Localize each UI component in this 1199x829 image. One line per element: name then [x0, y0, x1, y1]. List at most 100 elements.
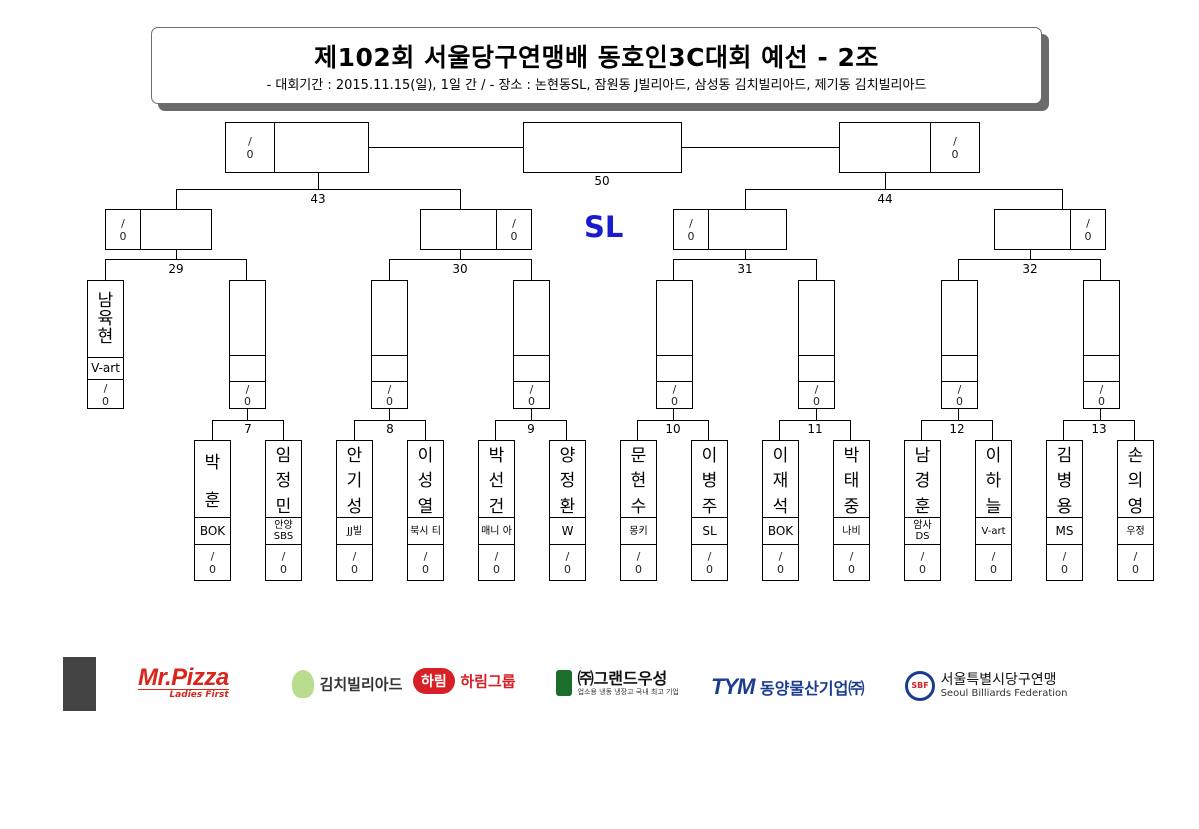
- match-number: 7: [244, 422, 252, 436]
- match-number: 30: [452, 262, 468, 276]
- bracket-line: [958, 408, 959, 421]
- score-slash: /: [707, 550, 712, 563]
- kimchi-billiards-logo: 김치빌리아드: [292, 670, 402, 698]
- tym-logo: TYM 동양물산기업㈜: [711, 674, 864, 700]
- sbf-logo: SBF 서울특별시당구연맹 Seoul Billiards Federation: [905, 671, 1068, 701]
- bracket-line: [637, 420, 709, 421]
- empty-club-cell: [942, 355, 977, 382]
- name-char: 선: [488, 471, 505, 492]
- score-cell: /0: [905, 545, 940, 581]
- name-char: 성: [346, 496, 363, 517]
- score-value: 0: [671, 394, 678, 408]
- score-value: 0: [102, 394, 109, 408]
- match-number: 8: [386, 422, 394, 436]
- score-cell: /0: [372, 382, 407, 409]
- empty-club-cell: [1084, 355, 1119, 382]
- score-cell: /0: [88, 380, 123, 409]
- semifinal-slot: [994, 209, 1071, 250]
- bracket-line: [637, 420, 638, 441]
- name-char: 남: [914, 446, 931, 467]
- score-slash: /: [953, 134, 957, 148]
- bracket-line: [176, 189, 461, 190]
- score-cell: /0: [496, 209, 532, 250]
- name-char: 손: [1127, 446, 1144, 467]
- bracket-line: [389, 259, 390, 281]
- bracket-line: [531, 259, 532, 281]
- score-cell: /0: [337, 545, 372, 581]
- finalist-slot-left: [274, 122, 369, 173]
- bracket-line: [745, 189, 1063, 190]
- name-char: 병: [701, 471, 718, 492]
- score-value: 0: [956, 394, 963, 408]
- player-club: 암사 DS: [905, 517, 940, 545]
- score-cell: /0: [1118, 545, 1153, 581]
- name-char: 안: [346, 446, 363, 467]
- player-club: 매니 아: [479, 517, 514, 545]
- bracket-line: [354, 420, 355, 441]
- name-char: 박: [488, 446, 505, 467]
- score-cell: /0: [621, 545, 656, 581]
- player-club: BOK: [195, 517, 230, 545]
- score-value: 0: [1084, 229, 1092, 243]
- name-char: 의: [1127, 471, 1144, 492]
- name-char: 이: [772, 446, 789, 467]
- score-slash: /: [494, 550, 499, 563]
- bracket-line: [779, 420, 851, 421]
- player-club: 나비: [834, 517, 869, 545]
- score-value: 0: [813, 394, 820, 408]
- bracket-line: [779, 420, 780, 441]
- semifinal-slot: [420, 209, 497, 250]
- score-cell: /0: [673, 209, 709, 250]
- name-char: 건: [488, 496, 505, 517]
- bracket-line: [745, 189, 746, 210]
- match-number: 12: [949, 422, 965, 436]
- player-club: 몽키: [621, 517, 656, 545]
- score-slash: /: [529, 382, 534, 396]
- score-cell: /0: [763, 545, 798, 581]
- bracket-line: [1134, 420, 1135, 441]
- empty-slot: /0: [798, 280, 835, 409]
- score-value: 0: [528, 394, 535, 408]
- score-value: 0: [1061, 563, 1068, 576]
- score-value: 0: [706, 563, 713, 576]
- bracket-line: [673, 259, 817, 260]
- score-cell: /0: [692, 545, 727, 581]
- score-value: 0: [119, 229, 127, 243]
- bracket-line: [1062, 189, 1063, 210]
- bracket-line: [105, 259, 247, 260]
- name-char: 용: [1056, 496, 1073, 517]
- match-number: 13: [1091, 422, 1107, 436]
- finalist-slot-right: [839, 122, 931, 173]
- empty-slot: /0: [371, 280, 408, 409]
- mrpizza-logo: Mr.Pizza Ladies First: [138, 664, 229, 700]
- score-slash: /: [281, 550, 286, 563]
- bracket-line: [354, 420, 426, 421]
- bracket-line: [673, 259, 674, 281]
- bracket-line: [389, 259, 532, 260]
- score-slash: /: [512, 216, 516, 230]
- bracket-line: [921, 420, 993, 421]
- score-cell: /0: [550, 545, 585, 581]
- name-char: 훈: [914, 496, 931, 517]
- score-slash: /: [689, 216, 693, 230]
- score-slash: /: [423, 550, 428, 563]
- sbf-name-en: Seoul Billiards Federation: [940, 688, 1068, 699]
- name-char: 주: [701, 496, 718, 517]
- player-club: W: [550, 517, 585, 545]
- score-value: 0: [848, 563, 855, 576]
- score-cell: /0: [266, 545, 301, 581]
- score-cell: /0: [408, 545, 443, 581]
- name-char: 성: [417, 471, 434, 492]
